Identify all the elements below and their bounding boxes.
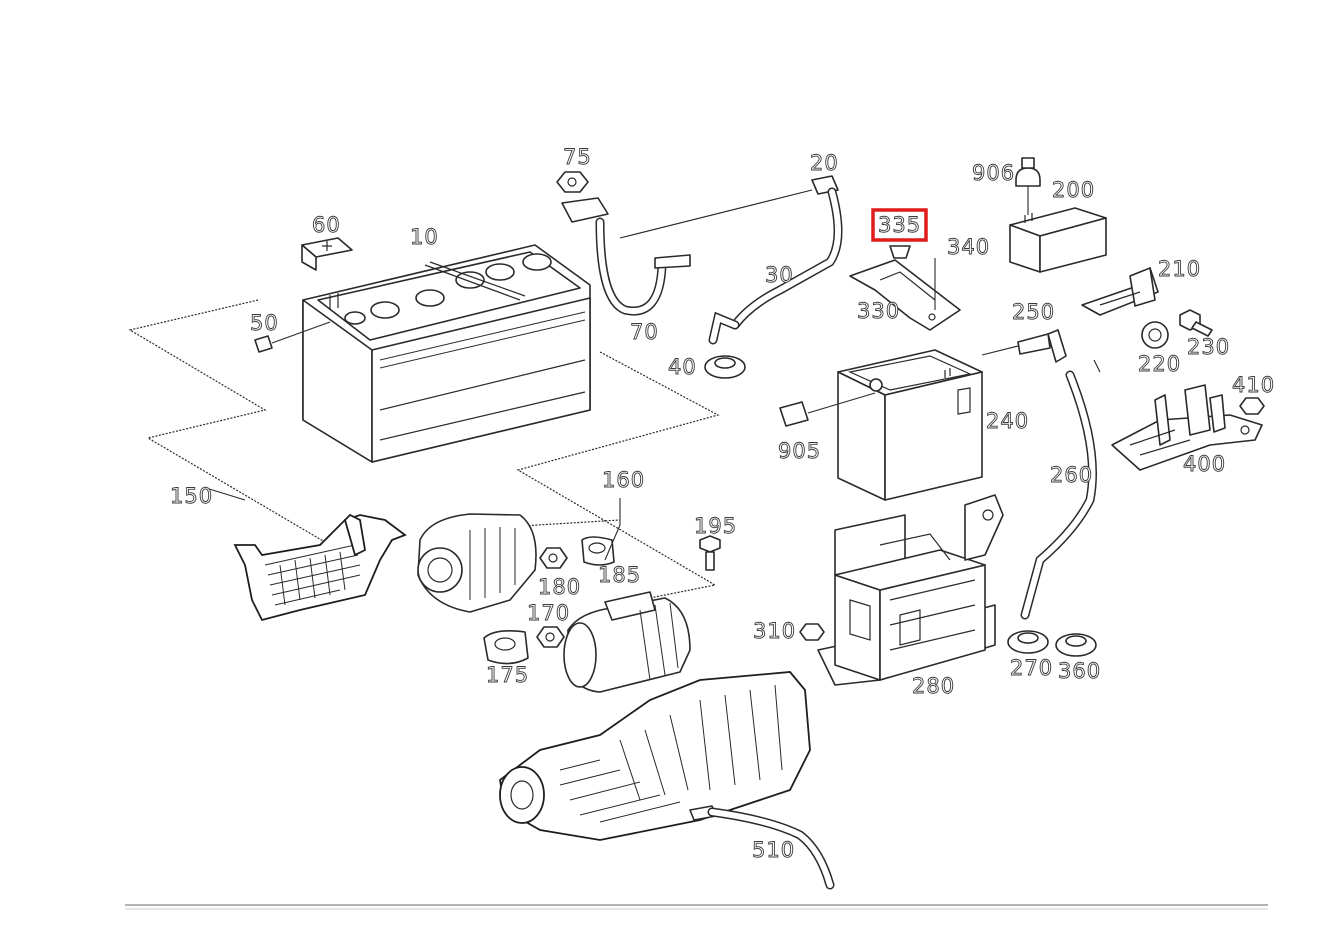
label-210: 210 [1158,257,1201,281]
label-75: 75 [563,145,592,169]
label-335: 335 [878,213,921,237]
vent-hose-part-260[interactable] [1020,370,1097,620]
label-330: 330 [857,299,900,323]
bottom-rule [125,904,1268,910]
nut-part-170[interactable] [536,626,565,648]
label-905: 905 [778,439,821,463]
label-40: 40 [668,355,697,379]
bushing-part-220[interactable] [1141,321,1169,349]
label-150: 150 [170,484,213,508]
hold-down-bracket-part-330[interactable] [849,258,961,331]
terminal-cover-part-60[interactable] [301,237,353,271]
connector-part-906[interactable] [1015,157,1041,215]
nut-part-310[interactable] [799,623,825,641]
label-10: 10 [410,225,439,249]
vent-elbow-part-250[interactable] [981,329,1067,363]
label-250: 250 [1012,300,1055,324]
leader-lines [205,359,1101,561]
label-170: 170 [527,601,570,625]
label-260: 260 [1050,463,1093,487]
bolt-part-195[interactable] [699,535,721,571]
highlight-box [871,208,928,242]
label-510: 510 [752,838,795,862]
label-70: 70 [630,320,659,344]
bolt-part-230[interactable] [1179,309,1213,337]
label-360: 360 [1058,659,1101,683]
label-240: 240 [986,409,1029,433]
control-unit-part-150[interactable] [233,513,407,622]
label-60: 60 [312,213,341,237]
label-185: 185 [598,563,641,587]
bushing-part-175[interactable] [483,630,529,665]
nut-part-410[interactable] [1239,397,1265,415]
vent-plug-part-50[interactable] [254,321,331,353]
label-220: 220 [1138,352,1181,376]
part-number-labels: 10 20 30 40 50 60 70 75 150 160 170 175 … [170,145,1275,863]
label-906: 906 [972,161,1015,185]
label-195: 195 [694,514,737,538]
connector-part-905[interactable] [779,392,876,427]
main-battery-part-10[interactable] [302,244,591,463]
vent-hose-part-30[interactable] [708,175,843,345]
label-180: 180 [538,575,581,599]
alternator[interactable] [417,513,537,613]
dashed-group-outlines [128,299,720,601]
backup-battery-part-200[interactable] [1009,207,1107,273]
label-175: 175 [486,663,529,687]
relay-bracket-part-400[interactable] [1111,384,1263,471]
ground-cable-part-510[interactable] [689,805,835,890]
label-20: 20 [810,151,839,175]
transmission[interactable] [499,671,811,841]
label-270: 270 [1010,656,1053,680]
starter-motor[interactable] [563,591,691,693]
label-160: 160 [602,468,645,492]
label-410: 410 [1232,373,1275,397]
clip-part-335[interactable] [889,245,911,259]
label-280: 280 [912,674,955,698]
label-400: 400 [1183,452,1226,476]
label-30: 30 [765,263,794,287]
auxiliary-battery-part-240[interactable] [837,349,983,501]
label-310: 310 [753,619,796,643]
label-230: 230 [1187,335,1230,359]
label-200: 200 [1052,178,1095,202]
nut-part-180[interactable] [539,547,568,569]
battery-cable-part-70[interactable] [561,189,813,316]
grommet-part-270[interactable] [1007,630,1049,654]
grommet-part-40[interactable] [704,355,746,379]
label-340: 340 [947,235,990,259]
grommet-part-360[interactable] [1055,633,1097,657]
battery-tray-part-280[interactable] [817,494,1004,686]
nut-part-75[interactable] [556,171,589,193]
bracket-part-210[interactable] [1081,267,1159,316]
label-50: 50 [250,311,279,335]
